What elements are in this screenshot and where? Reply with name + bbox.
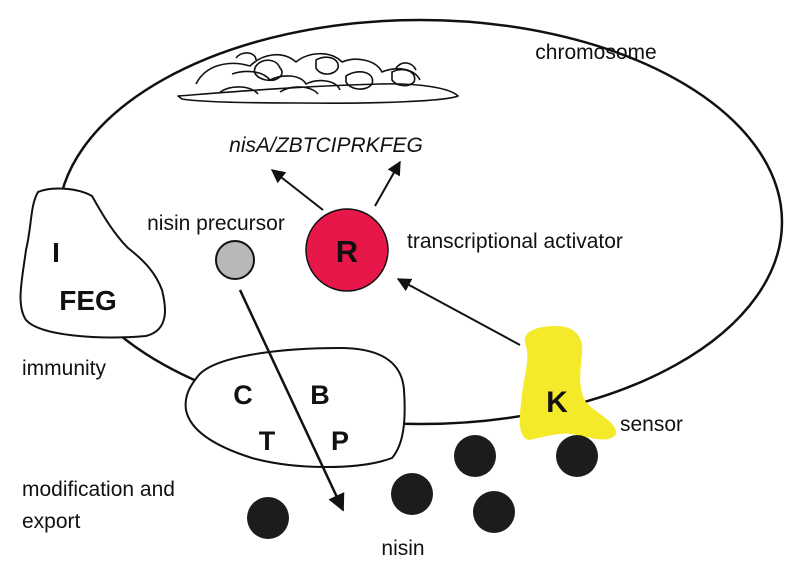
activation-arrow-left [270, 169, 324, 211]
nisin-label: nisin [381, 537, 424, 560]
sensor-letter-k: K [546, 386, 568, 419]
immunity-letters-feg: FEG [59, 285, 117, 316]
chromosome-icon [177, 52, 459, 104]
sensor-kinase-shape [519, 326, 617, 440]
complex-letter-p: P [331, 426, 349, 456]
nisin-molecule [247, 497, 289, 539]
gene-cluster-label: nisA/ZBTCIPRKFEG [229, 134, 423, 157]
regulator-circle [305, 208, 389, 292]
nisin-molecule [556, 435, 598, 477]
nisin-molecule [473, 491, 515, 533]
signal-arrow-k-to-r [396, 278, 521, 346]
nisin-precursor-circle [215, 240, 255, 280]
nisin-molecules [247, 435, 598, 539]
modification-export-label-line1: modification and [22, 478, 175, 501]
activation-arrow-right [374, 160, 401, 207]
immunity-label: immunity [22, 357, 107, 380]
immunity-protein-shape [19, 187, 166, 339]
modification-export-label-line2: export [22, 510, 81, 533]
sensor-label: sensor [620, 413, 683, 436]
complex-letter-b: B [310, 380, 330, 410]
nisin-precursor-label: nisin precursor [147, 212, 285, 235]
complex-letter-c: C [233, 380, 253, 410]
complex-letter-t: T [259, 426, 276, 456]
immunity-letter-i: I [52, 237, 60, 268]
regulator-letter-r: R [336, 234, 358, 269]
nisin-molecule [454, 435, 496, 477]
chromosome-label: chromosome [535, 41, 656, 64]
export-arrow [238, 289, 345, 512]
nisin-molecule [391, 473, 433, 515]
transcriptional-activator-label: transcriptional activator [407, 230, 623, 253]
